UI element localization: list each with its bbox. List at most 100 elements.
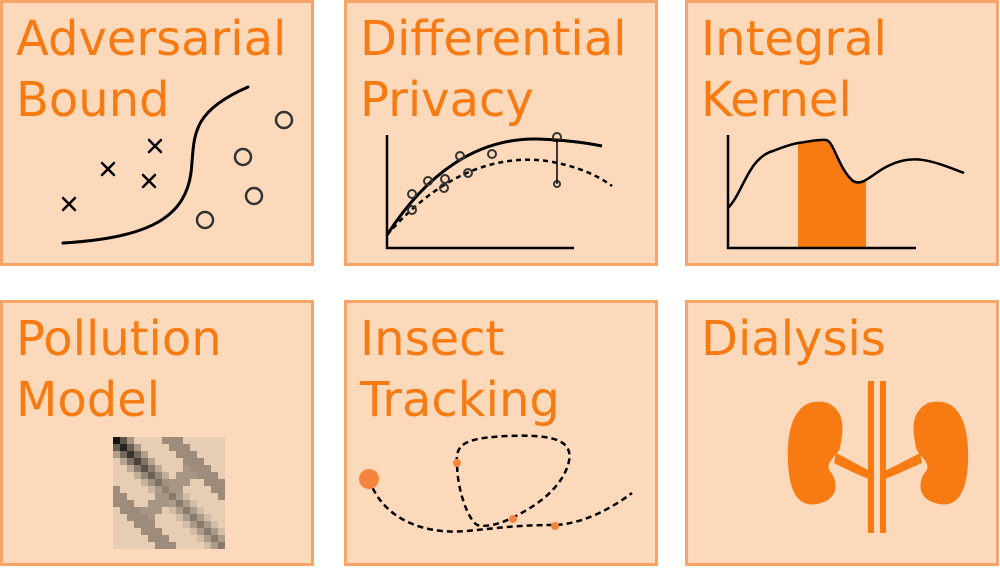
heatmap-cell [127, 458, 134, 465]
heatmap-cell [148, 542, 155, 549]
heatmap-cell [204, 437, 211, 444]
heatmap-cell [176, 500, 183, 507]
heatmap-cell [162, 535, 169, 542]
tile-insect-tracking[interactable]: Insect Tracking [344, 300, 658, 566]
heatmap-cell [120, 437, 127, 444]
heatmap-cell [113, 521, 120, 528]
heatmap-cell [162, 514, 169, 521]
heatmap-cell [197, 542, 204, 549]
heatmap-cell [169, 486, 176, 493]
heatmap-cell [148, 521, 155, 528]
heatmap-cell [169, 451, 176, 458]
heatmap-cell [183, 493, 190, 500]
heatmap-cell [190, 479, 197, 486]
heatmap-cell [169, 528, 176, 535]
heatmap-cell [211, 486, 218, 493]
heatmap-cell [218, 500, 225, 507]
tile-title-line-1: Differential [360, 11, 627, 67]
heatmap-cell [183, 437, 190, 444]
heatmap-cell [218, 493, 225, 500]
tile-adversarial-bound[interactable]: Adversarial Bound [0, 0, 314, 266]
heatmap-cell [183, 458, 190, 465]
heatmap-cell [190, 437, 197, 444]
tile-title-line-2: Kernel [701, 72, 852, 128]
heatmap-cell [197, 486, 204, 493]
heatmap-cell [183, 528, 190, 535]
heatmap-cell [197, 528, 204, 535]
heatmap-cell [190, 542, 197, 549]
heatmap-cell [148, 444, 155, 451]
tile-integral-kernel[interactable]: Integral Kernel [685, 0, 999, 266]
heatmap-cell [169, 458, 176, 465]
heatmap-cell [197, 437, 204, 444]
heatmap-cell [134, 514, 141, 521]
heatmap-cell [155, 514, 162, 521]
heatmap-cell [155, 521, 162, 528]
heatmap-cell [190, 528, 197, 535]
heatmap-cell [183, 479, 190, 486]
heatmap-cell [134, 521, 141, 528]
heatmap-cell [183, 507, 190, 514]
heatmap-cell [141, 465, 148, 472]
heatmap-cell [127, 479, 134, 486]
heatmap-cell [148, 486, 155, 493]
heatmap-cell [204, 479, 211, 486]
heatmap-cell [120, 493, 127, 500]
heatmap-cell [190, 486, 197, 493]
heatmap-cell [204, 514, 211, 521]
heatmap-cell [176, 437, 183, 444]
tile-title-line-1: Integral [701, 11, 887, 67]
heatmap-cell [162, 437, 169, 444]
heatmap-cell [218, 486, 225, 493]
heatmap-cell [113, 542, 120, 549]
tile-differential-privacy[interactable]: Differential Privacy [344, 0, 658, 266]
heatmap-cell [155, 486, 162, 493]
heatmap-cell [134, 486, 141, 493]
heatmap-cell [134, 458, 141, 465]
heatmap-cell [211, 521, 218, 528]
heatmap-cell [120, 444, 127, 451]
heatmap-cell [148, 528, 155, 535]
heatmap-cell [169, 514, 176, 521]
heatmap-cell [218, 451, 225, 458]
heatmap-cell [134, 528, 141, 535]
heatmap-cell [120, 528, 127, 535]
heatmap-cell [148, 535, 155, 542]
tile-pollution-model[interactable]: Pollution Model [0, 300, 314, 566]
heatmap-cell [211, 535, 218, 542]
heatmap-cell [134, 507, 141, 514]
heatmap-cell [204, 486, 211, 493]
heatmap-cell [155, 542, 162, 549]
tile-dialysis[interactable]: Dialysis [685, 300, 999, 566]
heatmap-cell [113, 458, 120, 465]
heatmap-cell [127, 500, 134, 507]
heatmap-cell [120, 507, 127, 514]
heatmap-cell [155, 479, 162, 486]
tile-title: Differential Privacy [360, 9, 626, 131]
heatmap-cell [127, 521, 134, 528]
heatmap-cell [148, 437, 155, 444]
heatmap-cell [113, 486, 120, 493]
heatmap-cell [169, 437, 176, 444]
heatmap-cell [218, 472, 225, 479]
heatmap-cell [141, 437, 148, 444]
heatmap-cell [148, 514, 155, 521]
heatmap-cell [127, 542, 134, 549]
tile-title-line-1: Insect [360, 311, 505, 367]
tile-title: Insect Tracking [360, 309, 560, 431]
heatmap-cell [190, 507, 197, 514]
kidneys-icon [787, 381, 969, 533]
heatmap-cell [218, 535, 225, 542]
heatmap-cell [134, 444, 141, 451]
heatmap-cell [190, 458, 197, 465]
heatmap-cell [183, 465, 190, 472]
heatmap-cell [204, 500, 211, 507]
heatmap-cell [176, 493, 183, 500]
tile-title-line-2: Model [16, 372, 161, 428]
heatmap-cell [176, 444, 183, 451]
heatmap-cell [176, 535, 183, 542]
heatmap-cell [141, 493, 148, 500]
heatmap-cell [197, 458, 204, 465]
heatmap-cell [113, 472, 120, 479]
heatmap-cell [218, 528, 225, 535]
